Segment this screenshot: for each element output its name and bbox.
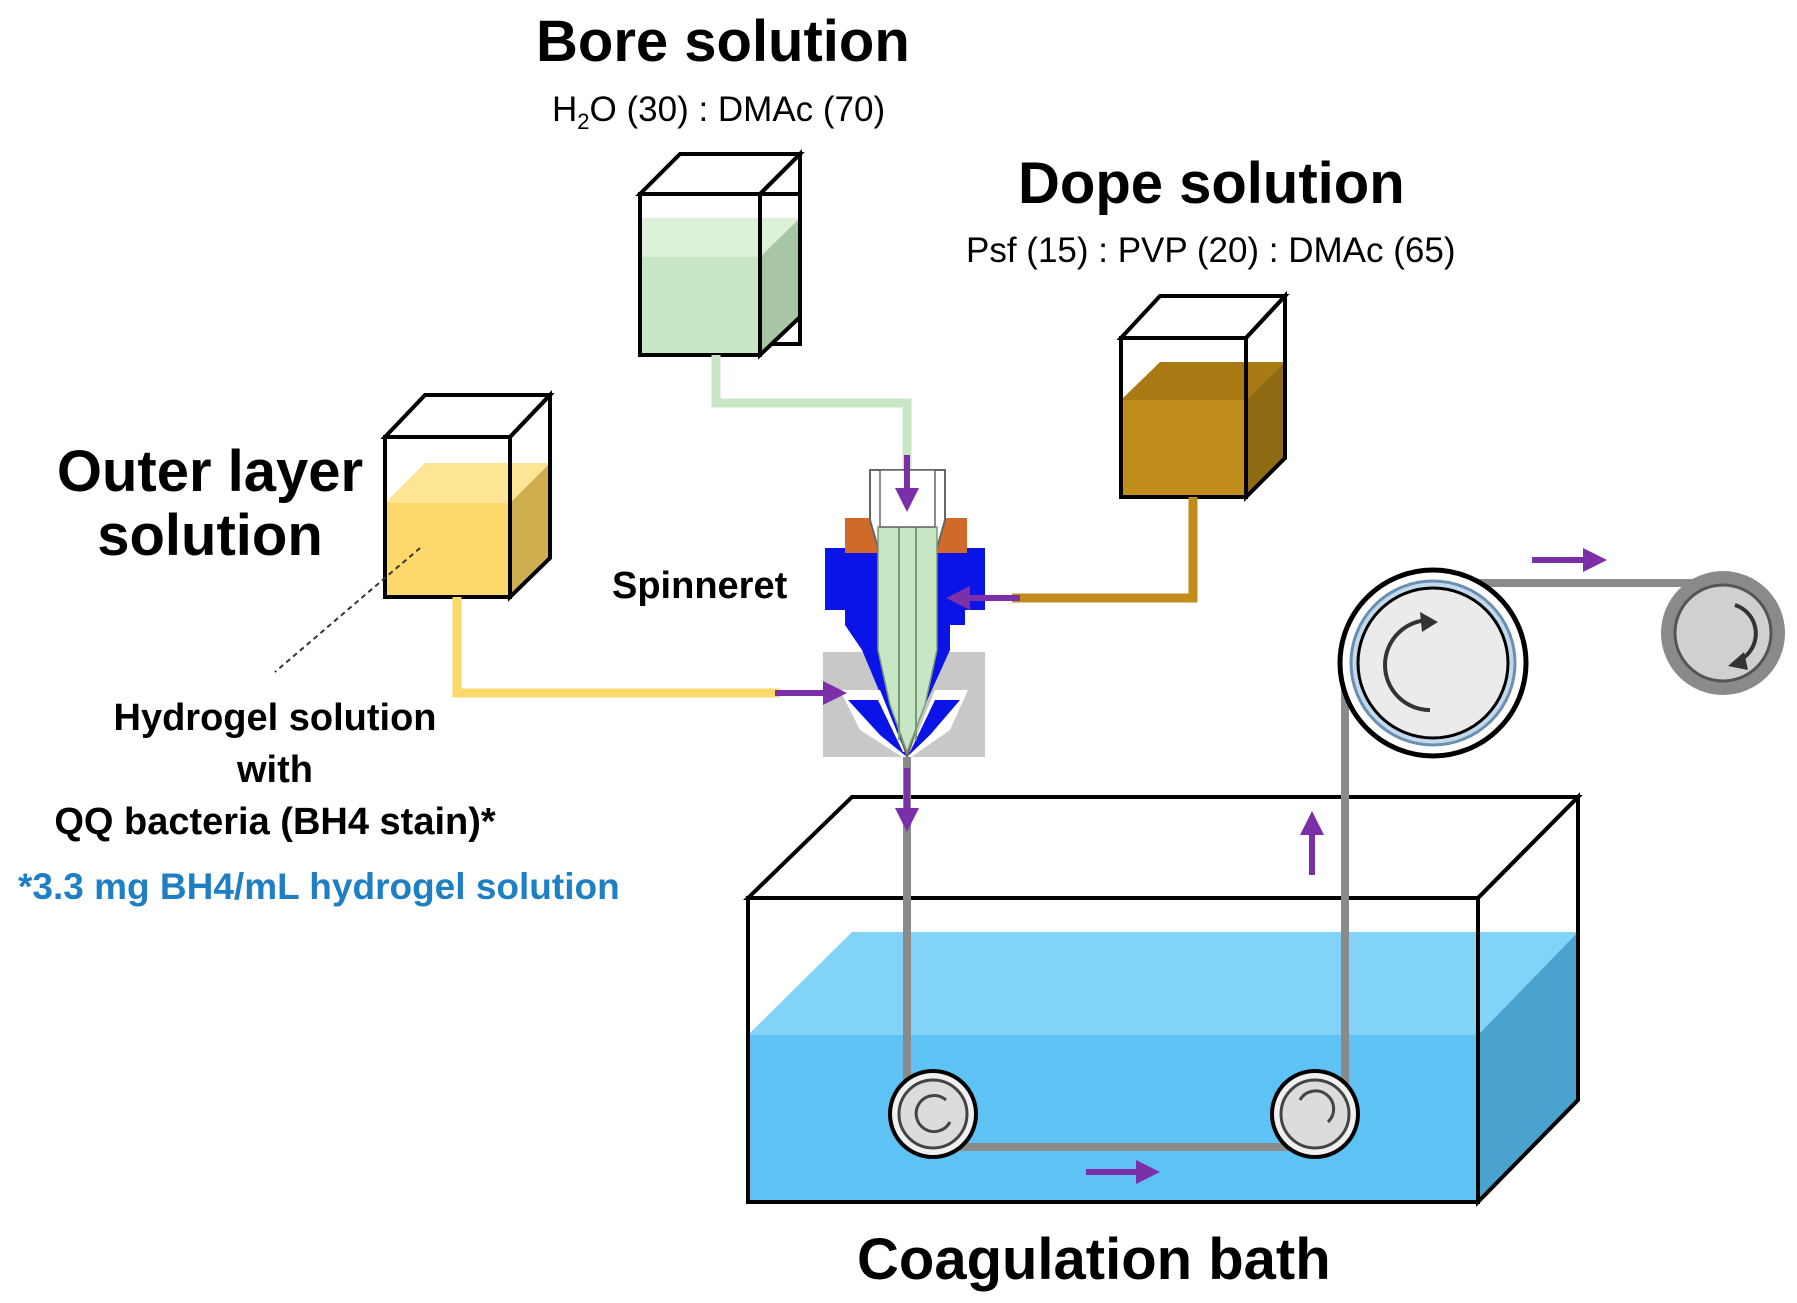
bore-solution-composition: H2O (30) : DMAc (70) [552,90,885,135]
spinneret [823,469,985,761]
hydrogel-line2: with [237,749,313,791]
hydrogel-line3: QQ bacteria (BH4 stain)* [54,801,496,843]
outer-feed-line [452,597,780,698]
outer-layer-title-line2: solution [97,502,323,568]
take-up-roller [1661,571,1785,695]
dope-solution-tank [1116,290,1290,502]
bath-roller-right [1270,1069,1360,1159]
bore-feed-line [711,355,912,470]
coagulation-bath [743,792,1583,1207]
hydrogel-leader-line [274,547,421,673]
hydrogel-description: Hydrogel solution with QQ bacteria (BH4 … [10,692,540,848]
spinneret-label: Spinneret [612,565,788,607]
dope-solution-title: Dope solution [1018,151,1405,216]
hydrogel-line1: Hydrogel solution [113,697,437,739]
bore-composition-subscript: 2 [577,109,590,134]
dope-solution-composition: Psf (15) : PVP (20) : DMAc (65) [966,231,1456,270]
hydrogel-footnote: *3.3 mg BH4/mL hydrogel solution [18,866,620,907]
bore-solution-title: Bore solution [536,9,910,74]
bore-composition-suffix: O (30) : DMAc (70) [589,90,886,129]
godet-roller [1337,567,1529,759]
bore-composition-prefix: H [552,90,578,129]
bore-solution-tank [635,149,805,360]
dope-feed-line [1012,497,1198,603]
bath-roller-left [888,1069,978,1159]
outer-layer-title: Outer layer solution [30,440,390,568]
outer-layer-tank [380,390,555,602]
flow-arrows [775,455,1607,1184]
coagulation-bath-label: Coagulation bath [857,1227,1331,1292]
outer-layer-title-line1: Outer layer [56,439,364,504]
